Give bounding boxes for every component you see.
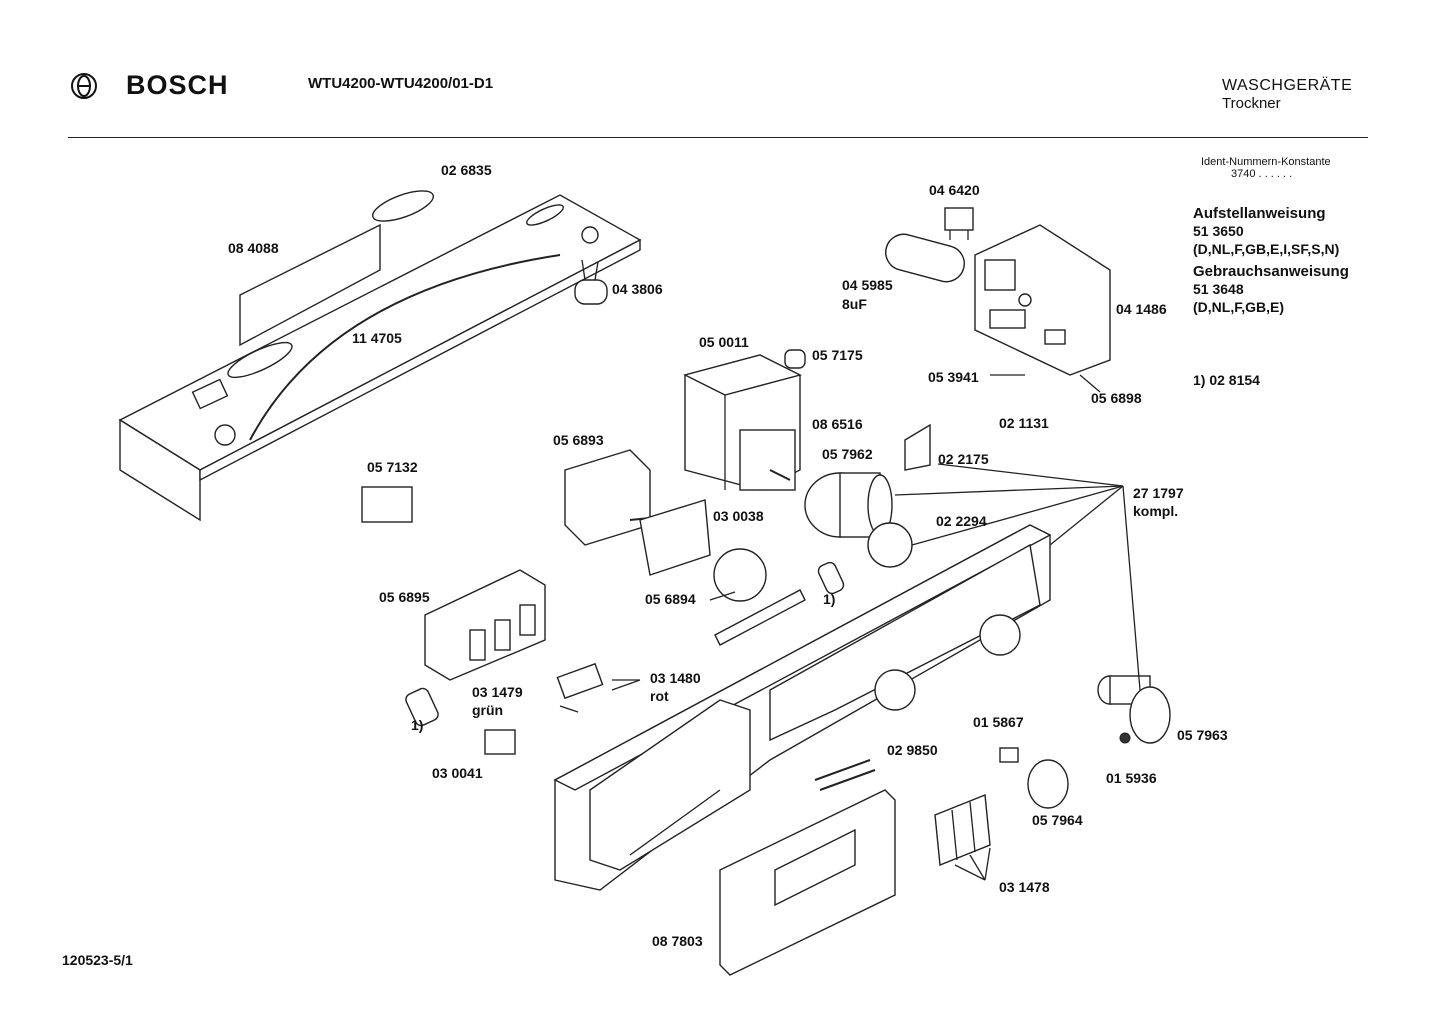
subcategory-title: Trockner xyxy=(1222,95,1281,112)
screw-015936 xyxy=(1119,732,1131,744)
install-title: Aufstellanweisung xyxy=(1193,205,1326,222)
ident-label: Ident-Nummern-Konstante xyxy=(1201,156,1331,168)
knob-057963 xyxy=(1097,675,1171,744)
part-label-057132: 05 7132 xyxy=(367,459,418,475)
usage-title: Gebrauchsanweisung xyxy=(1193,263,1349,280)
part-label-029850: 02 9850 xyxy=(887,742,938,758)
gasket-026835 xyxy=(371,190,435,222)
part-label-031480-rot: rot xyxy=(650,688,669,704)
capacitor-045985 xyxy=(885,233,965,283)
part-label-015867: 01 5867 xyxy=(973,714,1024,730)
gear-056894 xyxy=(713,548,767,602)
install-number: 51 3650 xyxy=(1193,223,1244,239)
spring-set-029850 xyxy=(814,759,876,791)
clips-031480 xyxy=(556,662,604,700)
switch-block-056895 xyxy=(424,569,546,681)
footnote-1: 1) 02 8154 xyxy=(1193,372,1260,388)
part-label-084088: 08 4088 xyxy=(228,240,279,256)
part-label-057963: 05 7963 xyxy=(1177,727,1228,743)
drawing-number: 120523-5/1 xyxy=(62,952,133,968)
part-label-043806: 04 3806 xyxy=(612,281,663,297)
part-label-031479: 03 1479 xyxy=(472,684,523,700)
switch-056893 xyxy=(564,449,651,546)
circuit-board-041486 xyxy=(974,224,1111,376)
bosch-logo-icon xyxy=(71,73,97,99)
part-label-022294: 02 2294 xyxy=(936,513,987,529)
part-label-087803: 08 7803 xyxy=(652,933,703,949)
header-divider xyxy=(68,137,1368,138)
part-label-050011: 05 0011 xyxy=(699,334,749,350)
knob-057964 xyxy=(1027,759,1069,809)
bracket-022175 xyxy=(904,423,931,471)
part-label-note1b: 1) xyxy=(411,717,424,733)
timer-assembly-050011 xyxy=(683,354,802,491)
lamp-note1a xyxy=(817,561,845,595)
part-label-030038: 03 0038 xyxy=(713,508,764,524)
lamp-note1b xyxy=(405,687,439,727)
part-label-053941: 05 3941 xyxy=(928,369,979,385)
cover-087803 xyxy=(719,789,896,976)
part-label-057964: 05 7964 xyxy=(1032,812,1083,828)
part-label-114705: 11 4705 xyxy=(352,330,402,346)
holder-030041 xyxy=(484,729,516,755)
switch-057175 xyxy=(784,349,806,369)
part-label-031479-gruen: grün xyxy=(472,702,504,718)
part-label-056898: 05 6898 xyxy=(1091,390,1142,406)
part-label-056893: 05 6893 xyxy=(553,432,604,448)
part-label-026835: 02 6835 xyxy=(441,162,492,178)
part-label-046420: 04 6420 xyxy=(929,182,980,198)
part-label-041486: 04 1486 xyxy=(1116,301,1167,317)
motor-043806 xyxy=(574,259,608,305)
part-label-031478: 03 1478 xyxy=(999,879,1050,895)
connector-057132 xyxy=(361,486,413,523)
part-label-057175: 05 7175 xyxy=(812,347,863,363)
usage-languages: (D,NL,F,GB,E) xyxy=(1193,299,1284,315)
ident-value: 3740 . . . . . . xyxy=(1231,168,1293,180)
usage-number: 51 3648 xyxy=(1193,281,1244,297)
part-label-031480: 03 1480 xyxy=(650,670,701,686)
control-panel-271797 xyxy=(553,524,1052,891)
part-label-086516: 08 6516 xyxy=(812,416,863,432)
motor-057962 xyxy=(804,472,893,538)
part-label-note1a: 1) xyxy=(823,591,836,607)
part-label-056895: 05 6895 xyxy=(379,589,430,605)
gear-022294 xyxy=(867,522,913,568)
fuse-046420 xyxy=(944,207,974,240)
part-label-045985-capacity: 8uF xyxy=(842,296,867,312)
part-label-015936: 01 5936 xyxy=(1106,770,1157,786)
slider-bar xyxy=(714,589,806,646)
lamp-015867 xyxy=(999,747,1019,763)
part-label-271797: 27 1797 xyxy=(1133,485,1184,501)
part-label-045985: 04 5985 xyxy=(842,277,893,293)
install-languages: (D,NL,F,GB,E,I,SF,S,N) xyxy=(1193,241,1340,257)
top-frame-part xyxy=(118,194,642,522)
part-label-271797-kompl: kompl. xyxy=(1133,503,1179,519)
buttons-031478 xyxy=(934,794,991,866)
category-title: WASCHGERÄTE xyxy=(1222,77,1353,94)
part-label-057962: 05 7962 xyxy=(822,446,873,462)
part-label-030041: 03 0041 xyxy=(432,765,483,781)
part-label-056894: 05 6894 xyxy=(645,591,696,607)
part-label-022175: 02 2175 xyxy=(938,451,989,467)
board-030038 xyxy=(639,499,711,576)
leader-lines xyxy=(559,374,1141,881)
brand-name: BOSCH xyxy=(126,70,229,100)
model-number: WTU4200-WTU4200/01-D1 xyxy=(308,75,494,92)
part-label-021131: 02 1131 xyxy=(999,415,1049,431)
